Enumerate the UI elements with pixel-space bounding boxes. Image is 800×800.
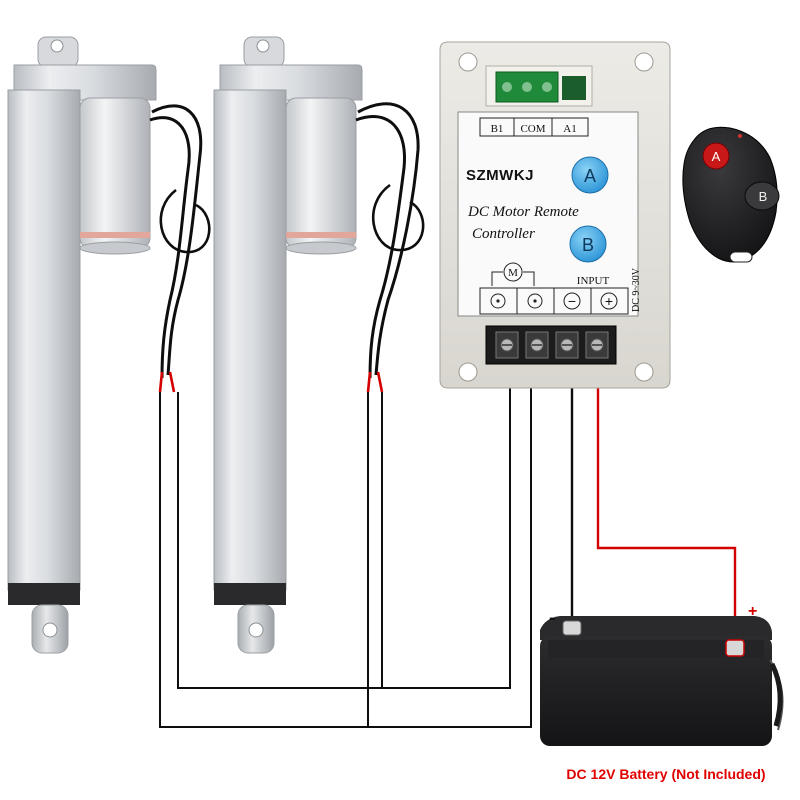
- battery: - +: [540, 603, 784, 746]
- mount-hole-icon: [50, 39, 64, 53]
- remote-control: A B: [682, 126, 780, 263]
- motor-terminal-1-icon: [490, 293, 506, 309]
- controller-button-b[interactable]: [569, 225, 607, 263]
- battery-negative-label: -: [549, 607, 556, 629]
- controller-button-a-label: A: [584, 166, 596, 186]
- input-plus-symbol: +: [605, 293, 613, 309]
- battery-negative-terminal: [562, 620, 582, 636]
- battery-positive-label: +: [748, 603, 757, 620]
- remote-button-b[interactable]: [744, 181, 780, 211]
- remote-button-b-label: B: [759, 189, 768, 204]
- terminal-b1-label: B1: [491, 123, 504, 135]
- controller-button-b-label: B: [582, 235, 594, 255]
- controller-label-panel: [457, 111, 639, 317]
- controller-button-a[interactable]: [571, 156, 609, 194]
- controller-title-line1: DC Motor Remote: [467, 204, 579, 220]
- input-label: INPUT: [577, 275, 610, 287]
- mount-hole-icon: [248, 622, 264, 638]
- input-plus-icon: [600, 292, 618, 310]
- controller-box: B1 COM A1 SZMWKJ A DC Motor Remote Contr…: [439, 41, 671, 389]
- battery-caption: DC 12V Battery (Not Included): [566, 766, 765, 782]
- brand-label: SZMWKJ: [466, 167, 534, 184]
- linear-actuator-2: [213, 36, 425, 654]
- input-minus-icon: [563, 292, 581, 310]
- battery-positive-terminal: [725, 639, 745, 657]
- terminal-com-label: COM: [520, 123, 545, 135]
- mount-hole-icon: [256, 39, 270, 53]
- motor-symbol-label: M: [508, 267, 518, 279]
- motor-symbol-icon: [503, 262, 523, 282]
- terminal-a1-label: A1: [563, 123, 576, 135]
- motor-wires: [159, 352, 532, 728]
- controller-title-line2: Controller: [472, 226, 535, 242]
- mount-hole-icon: [42, 622, 58, 638]
- remote-button-a[interactable]: [702, 142, 730, 170]
- input-minus-symbol: −: [568, 293, 576, 309]
- remote-button-a-label: A: [712, 149, 721, 164]
- motor-terminal-2-icon: [527, 293, 543, 309]
- linear-actuator-1: [7, 36, 211, 654]
- voltage-label: DC 9~30V: [631, 267, 642, 312]
- battery-positive-wire: [596, 352, 737, 625]
